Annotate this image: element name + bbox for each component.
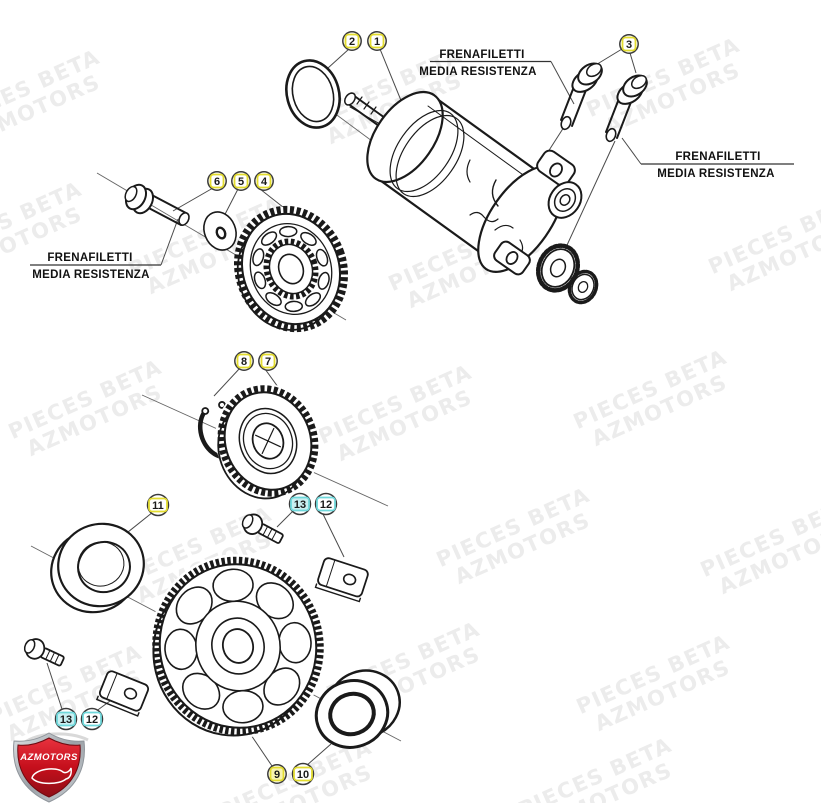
label-line1: FRENAFILETTI	[675, 151, 760, 163]
part-starter-motor	[344, 90, 599, 305]
azmotors-logo[interactable]: AZMOTORS	[13, 732, 89, 803]
svg-text:10: 10	[297, 769, 309, 781]
svg-text:11: 11	[152, 500, 164, 512]
label-line2: MEDIA RESISTENZA	[419, 66, 536, 78]
logo-shield	[17, 737, 81, 798]
callout-13[interactable]: 13	[54, 707, 78, 731]
logo-text: AZMOTORS	[19, 752, 78, 763]
callout-12[interactable]: 12	[80, 707, 104, 731]
bolt-3a	[560, 62, 603, 131]
callout-10[interactable]: 10	[291, 762, 315, 786]
label-threadlocker-right: FRENAFILETTI MEDIA RESISTENZA	[621, 137, 794, 180]
callout-3[interactable]: 3	[619, 34, 639, 54]
label-threadlocker-left: FRENAFILETTI MEDIA RESISTENZA	[30, 218, 179, 281]
callout-7[interactable]: 7	[258, 351, 278, 371]
part-oring	[285, 59, 341, 129]
svg-text:8: 8	[241, 356, 247, 368]
part-bolt-13b	[23, 638, 65, 667]
part-plate-12a	[314, 557, 369, 603]
svg-text:13: 13	[60, 714, 72, 726]
svg-text:3: 3	[626, 39, 632, 51]
callout-9[interactable]: 9	[267, 764, 287, 784]
part-clutch-gear	[234, 205, 348, 333]
svg-text:2: 2	[349, 36, 355, 48]
label-leader	[621, 137, 642, 165]
callout-11[interactable]: 11	[146, 493, 170, 517]
svg-text:13: 13	[294, 499, 306, 511]
label-line1: FRENAFILETTI	[47, 252, 132, 264]
callout-4[interactable]: 4	[254, 171, 274, 191]
part-bolt-6	[124, 183, 190, 226]
svg-text:1: 1	[374, 36, 380, 48]
part-bushing	[314, 669, 401, 749]
callout-2[interactable]: 2	[342, 31, 362, 51]
part-idle-gear	[215, 383, 321, 500]
part-large-gear	[149, 554, 327, 738]
logo-fish-icon	[31, 767, 72, 785]
label-line1: FRENAFILETTI	[439, 49, 524, 61]
callout-6[interactable]: 6	[207, 171, 227, 191]
svg-text:4: 4	[261, 176, 268, 188]
callout-13[interactable]: 13	[288, 492, 312, 516]
bolt-3b	[605, 74, 648, 143]
svg-text:9: 9	[274, 769, 280, 781]
part-bolt-13a	[241, 513, 284, 544]
label-leader	[160, 218, 179, 266]
label-line2: MEDIA RESISTENZA	[32, 269, 149, 281]
clutch-rollers	[252, 225, 330, 313]
svg-text:12: 12	[86, 714, 98, 726]
part-bolts-3	[560, 62, 648, 143]
svg-text:6: 6	[214, 176, 220, 188]
label-threadlocker-top: FRENAFILETTI MEDIA RESISTENZA	[419, 49, 575, 105]
part-plate-12b	[95, 670, 150, 717]
callout-12[interactable]: 12	[314, 492, 338, 516]
svg-text:12: 12	[320, 499, 332, 511]
svg-text:5: 5	[238, 176, 244, 188]
callout-8[interactable]: 8	[234, 351, 254, 371]
part-washer	[203, 211, 237, 251]
callout-1[interactable]: 1	[367, 31, 387, 51]
callout-5[interactable]: 5	[231, 171, 251, 191]
label-line2: MEDIA RESISTENZA	[657, 168, 774, 180]
svg-text:7: 7	[265, 356, 271, 368]
part-bearing	[50, 522, 145, 614]
